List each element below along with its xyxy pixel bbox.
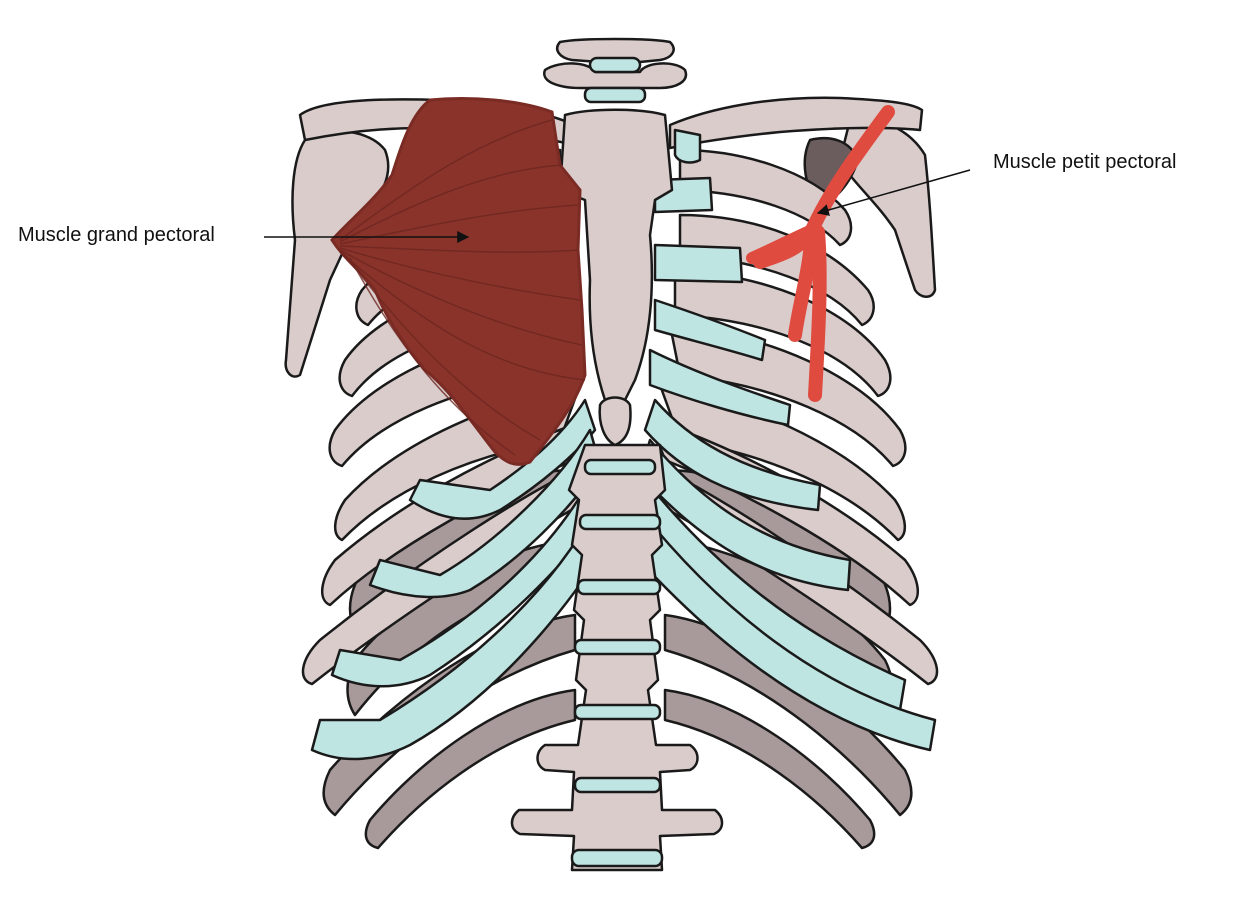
label-grand-pectoral: Muscle grand pectoral (18, 224, 215, 247)
label-petit-pectoral: Muscle petit pectoral (993, 151, 1176, 174)
cervical-vertebrae (544, 39, 686, 102)
